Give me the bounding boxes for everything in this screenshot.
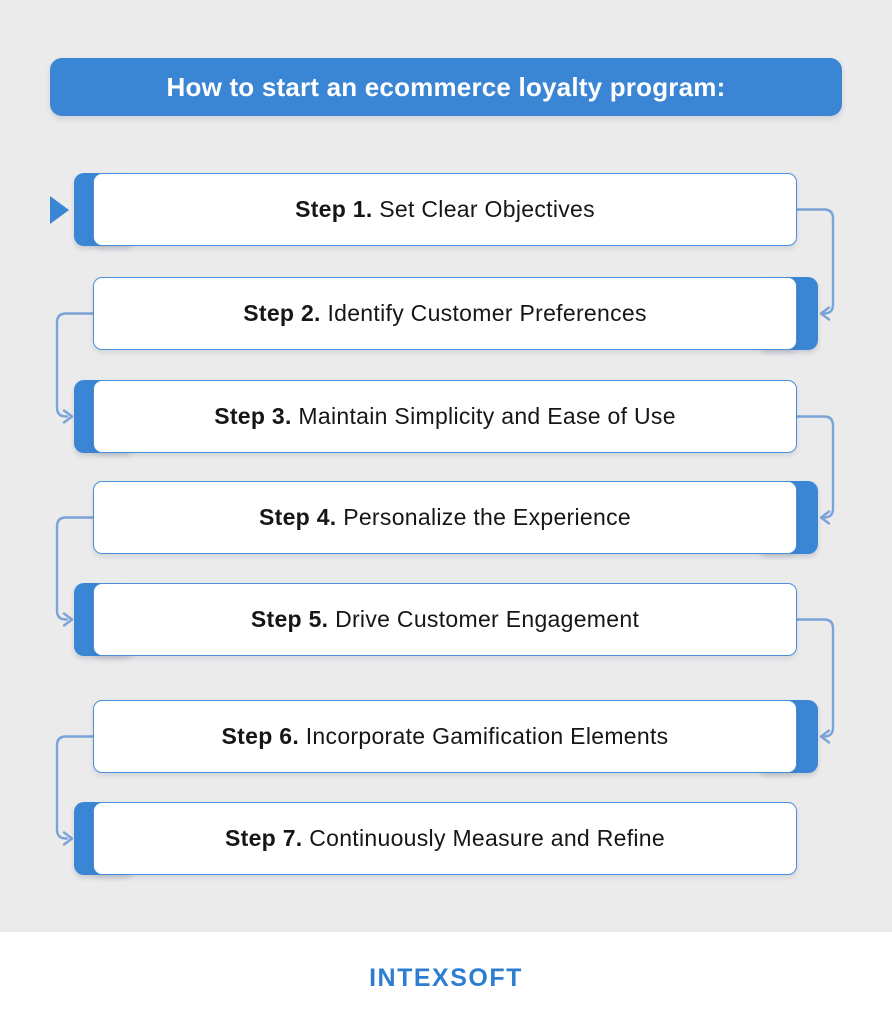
title-banner: How to start an ecommerce loyalty progra… [50,58,842,116]
start-arrow-icon [50,196,69,224]
step-6-title: Incorporate Gamification Elements [305,723,669,749]
step-1-title: Set Clear Objectives [379,196,595,222]
step-1-row: Step 1. Set Clear Objectives [0,173,892,246]
step-4-label: Step 4. [258,504,337,530]
step-5-row: Step 5. Drive Customer Engagement [0,583,892,656]
step-3-label: Step 3. [214,403,292,429]
step-5-title: Drive Customer Engagement [335,606,640,632]
step-2-label: Step 2. [243,300,321,326]
step-6-card: Step 6. Incorporate Gamification Element… [93,700,797,773]
step-2-row: Step 2. Identify Customer Preferences [0,277,892,350]
step-7-label: Step 7. [224,825,303,851]
step-3-row: Step 3. Maintain Simplicity and Ease of … [0,380,892,453]
intexsoft-logo: INTEXSOFT [369,963,523,992]
page-title: How to start an ecommerce loyalty progra… [166,71,726,102]
step-2-card: Step 2. Identify Customer Preferences [93,277,797,350]
step-7-row: Step 7. Continuously Measure and Refine [0,802,892,875]
step-6-label: Step 6. [221,723,300,749]
step-3-card: Step 3. Maintain Simplicity and Ease of … [93,380,797,453]
step-4-row: Step 4. Personalize the Experience [0,481,892,554]
step-7-title: Continuously Measure and Refine [309,825,665,851]
step-5-card: Step 5. Drive Customer Engagement [93,583,797,656]
step-6-row: Step 6. Incorporate Gamification Element… [0,700,892,773]
footer: INTEXSOFT [0,932,892,1024]
step-1-card: Step 1. Set Clear Objectives [93,173,797,246]
step-4-card: Step 4. Personalize the Experience [93,481,797,554]
step-7-card: Step 7. Continuously Measure and Refine [93,802,797,875]
step-5-label: Step 5. [250,606,329,632]
step-4-title: Personalize the Experience [343,504,632,530]
step-2-title: Identify Customer Preferences [327,300,647,326]
step-1-label: Step 1. [295,196,373,222]
step-3-title: Maintain Simplicity and Ease of Use [298,403,676,429]
